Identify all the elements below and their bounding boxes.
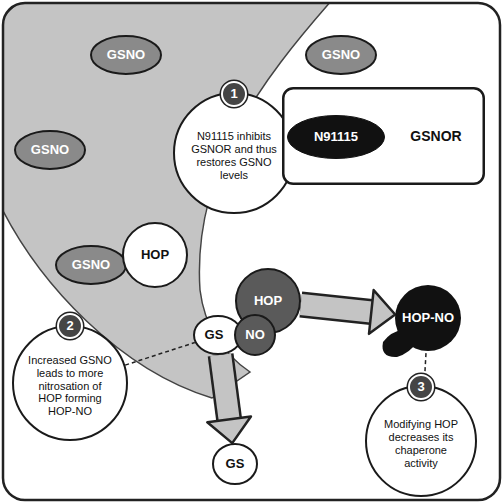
rect-outline xyxy=(283,88,484,184)
callout-number: 3 xyxy=(408,374,434,400)
node-text: HOP xyxy=(141,247,169,262)
node-text: GSNO xyxy=(31,142,69,157)
arrow-outline xyxy=(221,355,230,422)
node-text: Increased GSNO leads to more nitrosation… xyxy=(27,354,113,419)
node-text: N91115 xyxy=(314,129,358,144)
node-text: N91115 inhibits GSNOR and thus restores … xyxy=(188,130,280,182)
callout-number: 2 xyxy=(57,313,83,339)
node-text: Modifying HOP decreases its chaperone ac… xyxy=(379,418,463,470)
inhibitor-ellipse: N91115 xyxy=(287,115,385,159)
ellipse-outline xyxy=(123,223,187,287)
gsno-molecule: GSNO xyxy=(305,35,377,75)
no-group: NO xyxy=(234,314,276,356)
gsno-molecule: GSNO xyxy=(90,35,162,75)
ellipse-outline xyxy=(56,246,126,284)
ellipse-outline xyxy=(174,93,294,213)
ellipse-outline xyxy=(366,386,476,496)
node-text: NO xyxy=(245,327,265,342)
ellipse-outline xyxy=(13,326,127,440)
leader-connector xyxy=(125,343,195,366)
ellipse-outline xyxy=(306,36,376,74)
blob-body xyxy=(395,285,461,351)
outer-frame xyxy=(3,3,500,500)
flow-arrow xyxy=(207,355,251,443)
callout-number: 1 xyxy=(221,81,247,107)
arrow-outline xyxy=(301,304,374,312)
dashed-line xyxy=(125,343,195,366)
gsno-molecule: GSNO xyxy=(14,130,86,170)
protein-circle: HOP xyxy=(122,222,188,288)
modified-protein: HOP-NO xyxy=(370,282,470,362)
callout-circle: Increased GSNO leads to more nitrosation… xyxy=(12,325,128,441)
callout-circle: N91115 inhibits GSNOR and thus restores … xyxy=(173,92,295,214)
node-text: GS xyxy=(226,456,245,471)
ellipse-outline xyxy=(91,36,161,74)
gs-molecule: GS xyxy=(212,443,258,485)
node-text: HOP-NO xyxy=(402,310,454,325)
ellipse-outline xyxy=(235,315,275,355)
arrow-head xyxy=(207,416,251,443)
ellipse-outline xyxy=(15,131,85,169)
node-text: HOP xyxy=(254,293,282,308)
arrow-head xyxy=(369,290,395,334)
node-text: GSNO xyxy=(107,47,145,62)
node-text: GSNO xyxy=(322,47,360,62)
node-text: GS xyxy=(205,327,224,342)
arrow-shaft xyxy=(301,304,374,312)
callout-circle: Modifying HOP decreases its chaperone ac… xyxy=(365,385,477,497)
arrow-shaft xyxy=(221,355,230,422)
ellipse-outline xyxy=(213,444,257,484)
gsno-molecule: GSNO xyxy=(55,245,127,285)
flow-arrow xyxy=(301,290,395,334)
node-text: GSNOR xyxy=(410,128,461,145)
ellipse-outline xyxy=(288,116,385,159)
node-text: GSNO xyxy=(72,257,110,272)
